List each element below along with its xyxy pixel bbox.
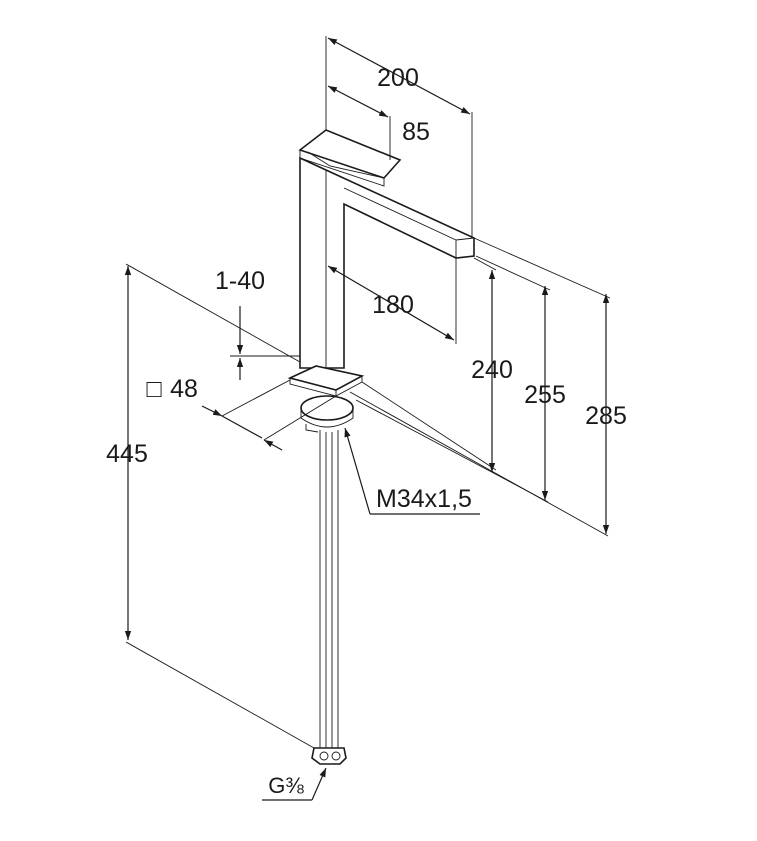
dim-48: □ 48 — [146, 375, 337, 451]
lever — [298, 129, 402, 179]
dim-200-label: 200 — [377, 64, 419, 92]
dim-240-label: 240 — [471, 356, 513, 384]
mounting-nut — [300, 395, 354, 421]
callout-connection-label: G⅜ — [268, 773, 304, 798]
faucet-body — [287, 129, 475, 765]
dim-1-40-label: 1-40 — [215, 267, 265, 295]
dim-48-label: 48 — [170, 375, 198, 403]
dim-85-label: 85 — [402, 118, 430, 146]
dim-255: 255 — [355, 255, 566, 503]
callout-thread: M34x1,5 — [344, 427, 480, 515]
dim-180: 180 — [327, 258, 457, 344]
callout-thread-label: M34x1,5 — [376, 485, 472, 513]
dim-48-symbol: □ — [146, 375, 162, 403]
dim-445: 445 — [106, 263, 315, 749]
dim-255-label: 255 — [524, 381, 566, 409]
dim-180-label: 180 — [372, 291, 414, 319]
dim-285-label: 285 — [585, 402, 627, 430]
dim-240: 240 — [361, 257, 513, 472]
callout-connection: G⅜ — [262, 767, 327, 801]
hose-connector — [311, 747, 347, 765]
dim-1-40: 1-40 — [215, 267, 300, 380]
dim-445-label: 445 — [106, 440, 148, 468]
dim-85: 85 — [327, 85, 430, 160]
dim-285: 285 — [349, 237, 627, 537]
